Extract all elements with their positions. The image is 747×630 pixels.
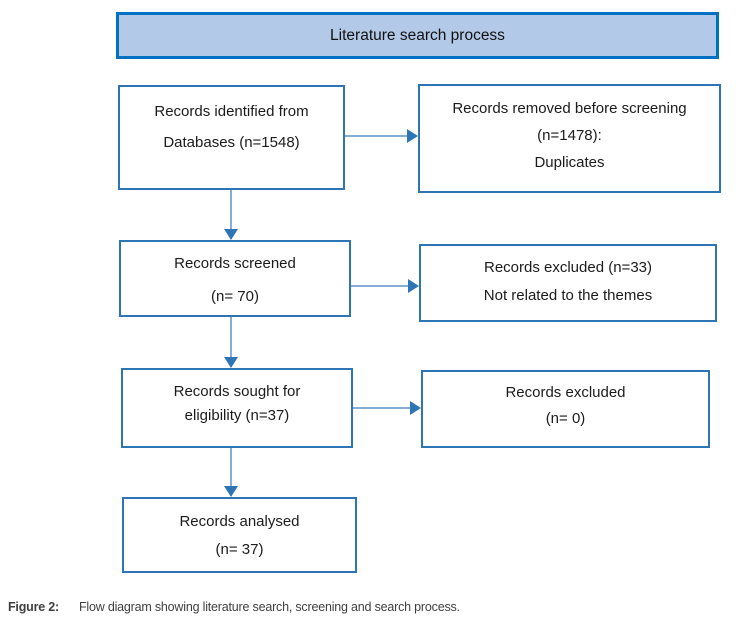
box-records-removed-line1: Records removed before screening [452, 100, 687, 117]
box-records-screened: Records screened (n= 70) [119, 240, 351, 317]
arrow-sought-to-excluded-head-icon [410, 401, 421, 415]
arrow-identified-to-removed-head-icon [407, 129, 418, 143]
arrow-screened-to-excluded-line [351, 285, 408, 287]
box-records-identified-line1: Records identified from [154, 103, 309, 120]
diagram-title-banner: Literature search process [116, 12, 719, 59]
arrow-sought-to-excluded-line [353, 407, 410, 409]
arrow-sought-to-analysed-head-icon [224, 486, 238, 497]
figure-caption-label: Figure 2: [8, 600, 59, 614]
box-records-analysed-line2: (n= 37) [215, 541, 264, 558]
box-records-excluded-zero-line2: (n= 0) [545, 410, 586, 427]
box-records-sought-line2: eligibility (n=37) [184, 407, 290, 424]
box-records-excluded-themes-line2: Not related to the themes [483, 287, 653, 304]
box-records-excluded-zero: Records excluded (n= 0) [421, 370, 710, 448]
diagram-title-text: Literature search process [330, 26, 505, 44]
box-records-screened-line1: Records screened [174, 255, 296, 272]
figure-caption-text: Flow diagram showing literature search, … [78, 600, 460, 614]
box-records-removed-line2: (n=1478): [537, 127, 602, 144]
box-records-identified-line2: Databases (n=1548) [163, 134, 300, 151]
arrow-screened-to-sought-line [230, 317, 232, 357]
box-records-sought-line1: Records sought for [173, 383, 301, 400]
box-records-excluded-themes: Records excluded (n=33) Not related to t… [419, 244, 717, 322]
arrow-sought-to-analysed-line [230, 448, 232, 486]
arrow-identified-to-screened-line [230, 190, 232, 229]
box-records-identified: Records identified from Databases (n=154… [118, 85, 345, 190]
arrow-screened-to-excluded-head-icon [408, 279, 419, 293]
box-records-excluded-themes-line1: Records excluded (n=33) [483, 259, 652, 276]
box-records-excluded-zero-line1: Records excluded [505, 384, 626, 401]
box-records-analysed-line1: Records analysed [179, 513, 300, 530]
arrow-identified-to-removed-line [345, 135, 407, 137]
arrow-identified-to-screened-head-icon [224, 229, 238, 240]
box-records-sought: Records sought for eligibility (n=37) [121, 368, 353, 448]
box-records-removed: Records removed before screening (n=1478… [418, 84, 721, 193]
box-records-screened-line2: (n= 70) [211, 288, 259, 305]
box-records-analysed: Records analysed (n= 37) [122, 497, 357, 573]
figure-caption: Figure 2: Flow diagram showing literatur… [8, 600, 460, 614]
box-records-removed-line3: Duplicates [534, 154, 605, 171]
arrow-screened-to-sought-head-icon [224, 357, 238, 368]
